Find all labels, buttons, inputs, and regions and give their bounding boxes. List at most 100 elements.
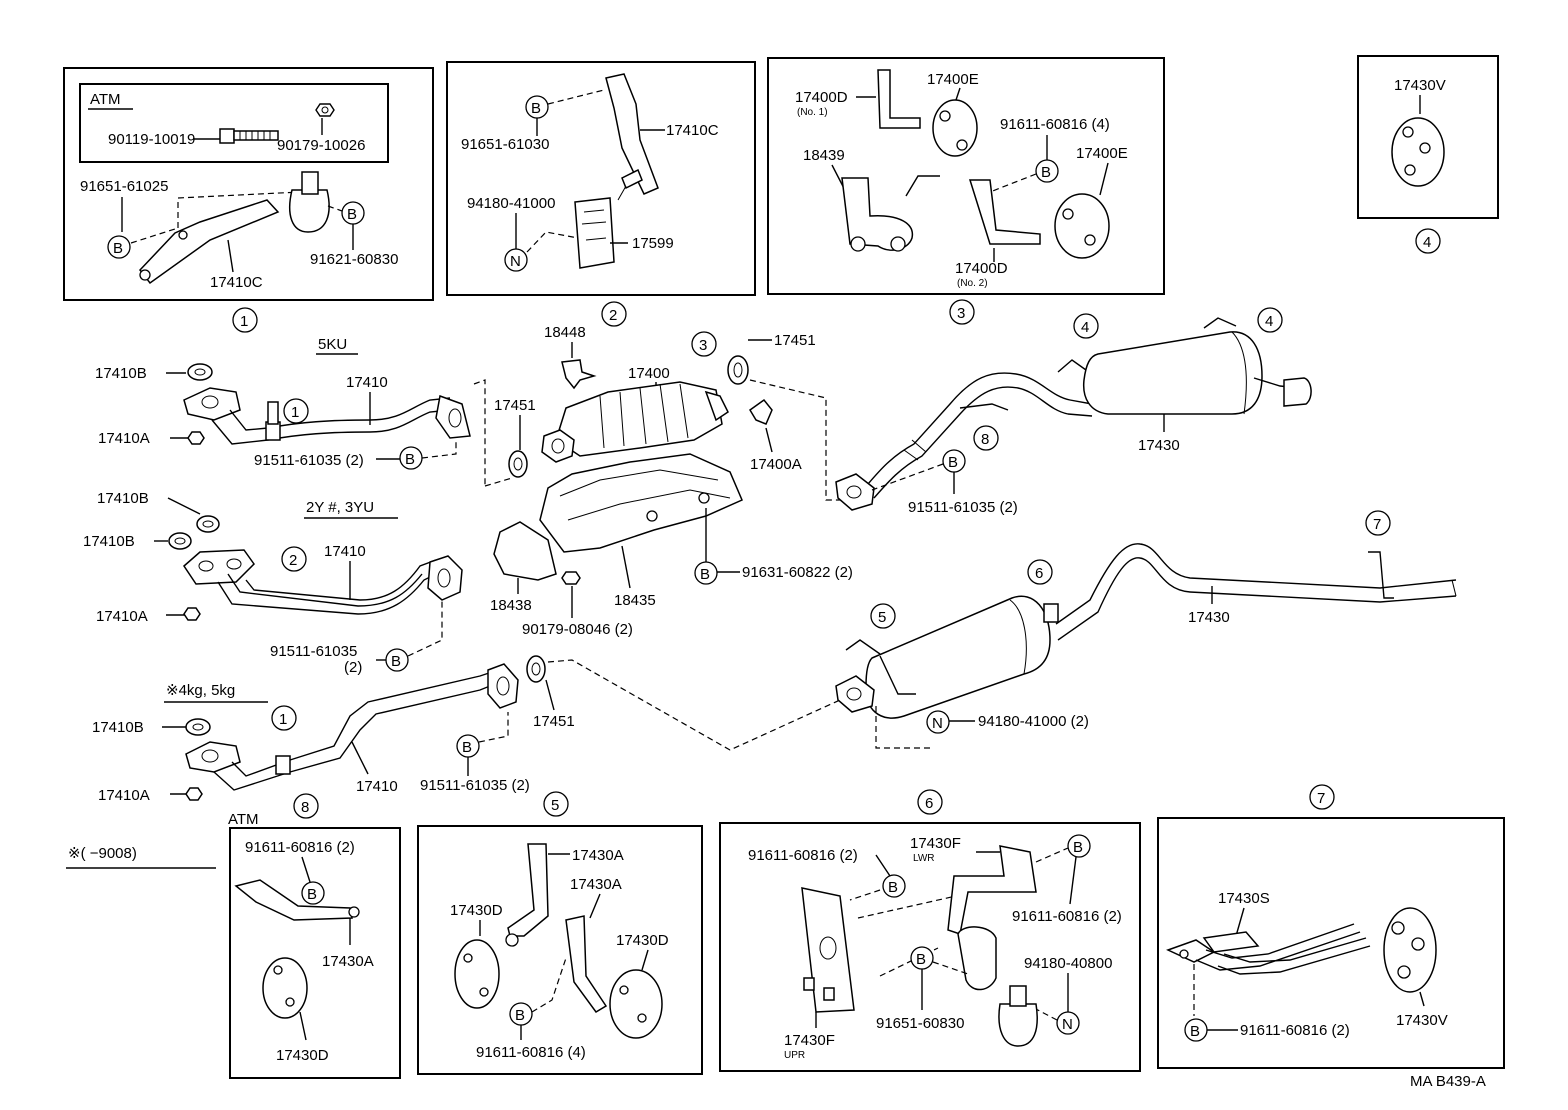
part-17410b-3: 17410B xyxy=(92,719,144,736)
part-91651-61030: 91651-61030 xyxy=(461,136,549,153)
gasket-17451-left xyxy=(508,450,528,478)
svg-text:B: B xyxy=(113,240,123,257)
rubber-mount-17430v-b xyxy=(1383,907,1437,993)
box-7-group: 7 17430S B 91611-60816 (2) 17430V xyxy=(1157,784,1505,1069)
flange-upper-tail xyxy=(835,473,875,511)
svg-text:UPR: UPR xyxy=(784,1050,805,1061)
part-94180-41000: 94180-41000 xyxy=(467,195,555,212)
svg-text:1: 1 xyxy=(240,313,248,330)
bracket-17430f-upr xyxy=(801,887,855,1013)
part-91651-61025: 91651-61025 xyxy=(80,178,168,195)
nut-90179-08046 xyxy=(561,571,581,585)
svg-text:B: B xyxy=(391,653,401,670)
part-91511-61035-3: 91511-61035 (2) xyxy=(420,777,530,794)
bracket-17410c-b xyxy=(605,73,659,195)
callout-5-main xyxy=(870,603,896,629)
part-17430v-a: 17430V xyxy=(1394,77,1446,94)
clamp-part xyxy=(288,189,330,233)
part-17430a-5b: 17430A xyxy=(570,876,622,893)
box-7-frame xyxy=(1157,817,1505,1069)
b-symbol xyxy=(882,874,906,898)
callout-1 xyxy=(232,307,258,333)
part-17410b-2a: 17410B xyxy=(97,490,149,507)
flange-17410-1 xyxy=(183,387,241,421)
catalytic-converter-group: 18448 17400 3 17451 17451 17400A 18438 1… xyxy=(490,324,853,638)
box-4-group: 17430V xyxy=(1357,55,1499,219)
nut-part xyxy=(315,103,335,117)
flange-17410-3 xyxy=(185,741,241,773)
callout-6 xyxy=(917,789,943,815)
svg-text:B: B xyxy=(462,739,472,756)
part-91511-61035-4: 91511-61035 (2) xyxy=(908,499,1018,516)
part-91611-60816-4: 91611-60816 (4) xyxy=(1000,116,1110,133)
part-91511-61035-1: 91511-61035 (2) xyxy=(254,452,364,469)
part-91631-60822: 91631-60822 (2) xyxy=(742,564,853,581)
flange-end-3 xyxy=(487,663,519,709)
n-symbol xyxy=(504,248,528,272)
label-5ku: 5KU xyxy=(318,336,347,353)
callout-8-main xyxy=(973,425,999,451)
svg-text:B: B xyxy=(405,451,415,468)
callout-5 xyxy=(543,791,569,817)
converter-17400 xyxy=(555,381,723,457)
muffler-17430-upper xyxy=(1082,331,1263,415)
gasket-17410b-1 xyxy=(187,363,213,381)
label-4kg-5kg: ※4kg, 5kg xyxy=(166,682,235,699)
svg-text:B: B xyxy=(307,886,317,903)
part-17430d-5a: 17430D xyxy=(450,902,503,919)
svg-text:4: 4 xyxy=(1081,319,1089,336)
front-pipe-2y-group: 17410B 2Y #, 3YU 17410B 2 17410 17410A 9… xyxy=(83,477,513,676)
part-91611-60816-6a: 91611-60816 (2) xyxy=(748,847,858,864)
flange-lower-tail xyxy=(835,675,875,713)
part-17410-3: 17410 xyxy=(356,778,398,795)
part-91651-60830: 91651-60830 xyxy=(876,1015,964,1032)
svg-text:7: 7 xyxy=(1373,516,1381,533)
callout-4-main-b xyxy=(1257,307,1283,333)
b-symbol xyxy=(107,235,131,259)
part-17400d-no1: 17400D xyxy=(795,89,848,106)
part-17410a-1: 17410A xyxy=(98,430,150,447)
part-17451-top: 17451 xyxy=(774,332,816,349)
part-17410-2: 17410 xyxy=(324,543,366,560)
box-2-frame xyxy=(446,61,756,296)
rubber-mount-17400e-b xyxy=(1054,193,1110,259)
svg-text:B: B xyxy=(347,206,357,223)
part-18435: 18435 xyxy=(614,592,656,609)
svg-text:B: B xyxy=(1041,164,1051,181)
callout-8 xyxy=(293,793,319,819)
part-17410-1: 17410 xyxy=(346,374,388,391)
shield-18438 xyxy=(493,521,557,581)
svg-text:3: 3 xyxy=(957,305,965,322)
b-symbol xyxy=(1067,834,1091,858)
box-5-frame xyxy=(417,825,703,1075)
nut-17410a-1 xyxy=(187,431,205,445)
front-pipe-5ku-group: 5KU 17410B 1 17410 17410A 91511-61035 (2… xyxy=(95,336,486,486)
callout-2 xyxy=(601,301,627,327)
bracket-17400a xyxy=(749,398,773,425)
flange-end-1 xyxy=(435,394,471,439)
svg-text:B: B xyxy=(515,1007,525,1024)
box-6-group: 6 91611-60816 (2) B 17430F UPR 17430F LW… xyxy=(719,789,1141,1072)
box-3-group: 17400D (No. 1) 17400E 91611-60816 (4) B … xyxy=(767,57,1165,295)
part-18438: 18438 xyxy=(490,597,532,614)
label-2y-3yu: 2Y #, 3YU xyxy=(306,499,374,516)
pipe-17410-3 xyxy=(213,681,501,791)
svg-text:6: 6 xyxy=(1035,565,1043,582)
part-17430a-5a: 17430A xyxy=(572,847,624,864)
gasket-17410b-2a xyxy=(196,515,220,533)
svg-text:B: B xyxy=(700,566,710,583)
box-6-frame xyxy=(719,822,1141,1072)
svg-text:5: 5 xyxy=(878,609,886,626)
part-91611-60816-5: 91611-60816 (4) xyxy=(476,1044,586,1061)
part-91611-60816-6b: 91611-60816 (2) xyxy=(1012,908,1122,925)
hanger-17400d-2 xyxy=(968,179,1041,245)
svg-text:1: 1 xyxy=(291,404,299,421)
atm-label: ATM xyxy=(90,91,121,108)
callout-7 xyxy=(1309,784,1335,810)
bracket-17599 xyxy=(574,197,615,269)
part-17430a-8: 17430A xyxy=(322,953,374,970)
svg-text:N: N xyxy=(932,715,943,732)
rubber-mount-17400e-a xyxy=(932,99,978,157)
pipe-clamp-3 xyxy=(275,755,291,775)
